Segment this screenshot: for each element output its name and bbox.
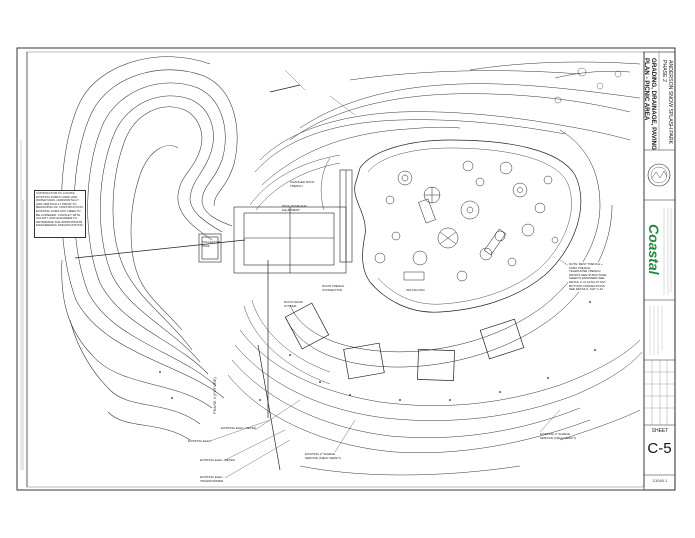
drawing-frame	[26, 51, 645, 488]
trees	[554, 67, 622, 104]
note-right: NOTE: BEST TRENCH + SUBA TRENCH TELEPHON…	[568, 262, 608, 292]
terrain-contours	[227, 61, 643, 476]
spot-elevations	[159, 301, 596, 401]
project-phase: PHASE 2	[661, 60, 667, 82]
note-left: CONTRACTOR TO LOCATE EXISTING PUBLIC PAR…	[34, 190, 86, 238]
callout-pool-pump: POOL PUMP AND EQUIPMENT	[282, 204, 307, 212]
sheet-title-line1: GRADING, DRAINAGE, PAVING	[650, 58, 657, 150]
phase-label: PHASE 3 (FUTURE)	[212, 377, 217, 414]
engineer-seal-icon	[647, 163, 671, 187]
callout-door-trench: DOOR TRENCH CONNECTION	[322, 284, 345, 292]
splash-pad-area	[285, 129, 613, 368]
sheet-title-2: PLAN - PICNIC AREA	[643, 58, 650, 120]
sheet-title: GRADING, DRAINAGE, PAVING	[650, 58, 657, 150]
pool-building	[198, 169, 353, 274]
left-margin-text	[20, 140, 24, 470]
play-features	[374, 160, 559, 282]
callout-sleeve-2: EXISTING 2" SLEEVE SERVICE (FIELD VERIFY…	[540, 432, 577, 440]
firm-logo-text: Coastal	[646, 224, 662, 275]
firm-logo: Coastal	[646, 224, 662, 275]
sheet-number: C-5	[647, 440, 672, 457]
job-number: 21045.1	[652, 478, 668, 483]
picnic-pads	[284, 302, 525, 381]
callout-splash-pad: SPLASH PAD	[406, 288, 425, 292]
note-right-text: NOTE: BEST TRENCH + SUBA TRENCH TELEPHON…	[569, 262, 607, 292]
walkways	[243, 154, 341, 385]
callout-sleeve-1: EXISTING 2" SLEEVE SERVICE (FIELD VERIFY…	[305, 452, 342, 460]
utility-lines	[74, 84, 301, 471]
project-phase-line: PHASE 2	[661, 60, 667, 82]
sheet-label: SHEET	[651, 428, 669, 434]
callout-elec-meter-2: EXISTING ELEC. METER	[200, 458, 235, 462]
leader-lines	[209, 69, 591, 479]
callout-roof-trench: CHANGED ROOF TRENCH	[290, 180, 315, 188]
callout-elec-transformer: EXISTING ELEC. TRANSFORMER	[200, 475, 224, 483]
callout-collector-tank: COLLECTOR TANK	[202, 240, 221, 248]
sheet-title-line2: PLAN - PICNIC AREA	[643, 58, 650, 121]
project-name: ANDERSON SNOW SPLASH PARK	[667, 60, 673, 144]
callout-roof-drain: ROOF DRAIN SYSTEM	[284, 300, 303, 308]
phase-label-text: PHASE 3 (FUTURE)	[212, 377, 217, 414]
callout-elec: EXISTING ELEC.	[188, 439, 212, 443]
contour-lines	[61, 56, 238, 441]
note-left-text: CONTRACTOR TO LOCATE EXISTING PUBLIC PAR…	[36, 191, 84, 228]
project-name-line1: ANDERSON SNOW SPLASH PARK	[667, 60, 673, 145]
title-block	[643, 51, 676, 491]
callout-elec-meter-1: EXISTING ELEC. METER	[221, 426, 256, 430]
